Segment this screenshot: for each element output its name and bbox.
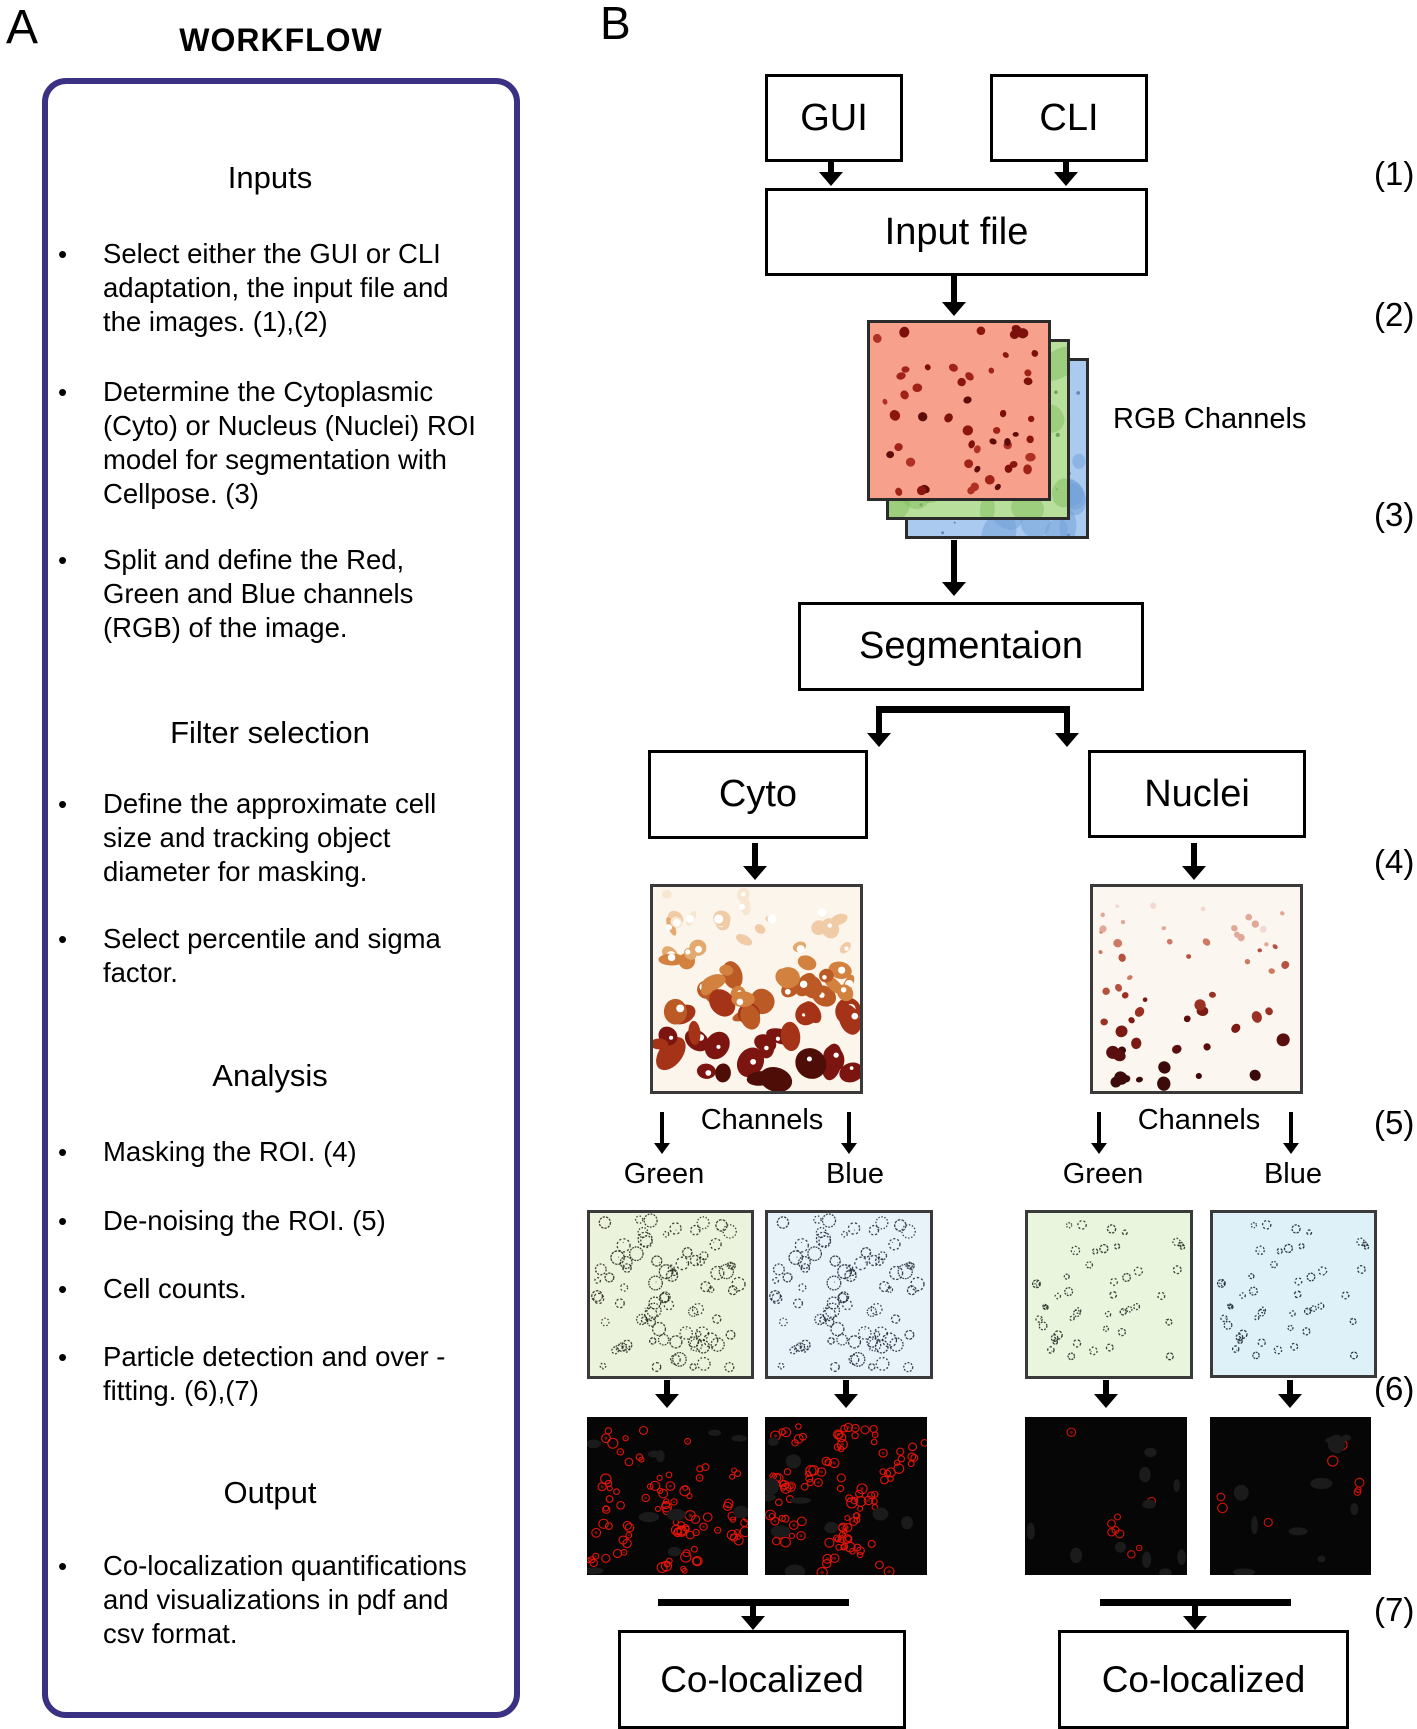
arrow-channels-left-blue [841,1112,857,1154]
cyto-mask-image [650,884,863,1094]
bullet-text: Split and define the Red, Green and Blue… [103,544,414,643]
arrow-cyto-blue-to-particles [834,1380,858,1408]
cyto-blue-channel-image [765,1210,933,1379]
bullet-text: Define the approximate cell size and tra… [103,788,437,887]
input-file-box: Input file [765,188,1148,276]
bullet-marker: • [58,1137,68,1167]
bullet-item: • Split and define the Red, Green and Bl… [58,543,486,645]
rgb-channels-label: RGB Channels [1113,403,1307,435]
blue-label-left: Blue [825,1158,885,1190]
colocalized-box-left: Co-localized [618,1630,906,1729]
arrow-channels-right-green [1091,1112,1107,1154]
green-label-left: Green [623,1158,705,1190]
colocalized-box-right: Co-localized [1058,1630,1349,1729]
panel-b-label: B [600,0,631,49]
arrow-channels-right-blue [1283,1112,1299,1154]
cyto-green-particles-image [587,1417,748,1575]
bullet-marker: • [58,545,68,575]
arrow-cyto-green-to-particles [655,1380,679,1408]
section-heading-inputs: Inputs [227,160,313,195]
nuclei-mask-image [1090,884,1303,1094]
step-number-5: (5) [1374,1104,1415,1141]
cyto-blue-particles-image [765,1417,927,1575]
bullet-item: • Define the approximate cell size and t… [58,787,486,889]
section-heading-output: Output [223,1475,317,1510]
bullet-text: Determine the Cytoplasmic (Cyto) or Nucl… [103,376,476,509]
nuclei-box: Nuclei [1088,750,1306,838]
arrow-input-to-stack [942,274,966,316]
bullet-item: • De-noising the ROI. (5) [58,1204,486,1238]
step-number-2: (2) [1374,296,1415,333]
bullet-text: Co-localization quantifications and visu… [103,1550,467,1649]
nuclei-blue-particles-image [1210,1417,1371,1575]
step-number-4: (4) [1374,843,1415,880]
bullet-item: • Particle detection and over - fitting.… [58,1340,486,1408]
bullet-item: • Masking the ROI. (4) [58,1135,486,1169]
bullet-marker: • [58,239,68,269]
bullet-marker: • [58,1551,68,1581]
bullet-text: Particle detection and over - fitting. (… [103,1341,446,1406]
workflow-title: WORKFLOW [179,22,383,58]
bullet-marker: • [58,1342,68,1372]
nuclei-green-particles-image [1025,1417,1187,1575]
bullet-text: Masking the ROI. (4) [103,1136,357,1167]
step-number-6: (6) [1374,1370,1415,1407]
workflow-panel-border [42,78,520,1718]
bullet-item: • Determine the Cytoplasmic (Cyto) or Nu… [58,375,486,511]
bullet-marker: • [58,1274,68,1304]
arrow-nuclei-blue-to-particles [1278,1380,1302,1408]
arrow-channels-left-green [654,1112,670,1154]
cyto-green-channel-image [587,1210,754,1379]
bullet-marker: • [58,1206,68,1236]
section-heading-analysis: Analysis [212,1058,328,1093]
cli-box: CLI [990,74,1148,162]
arrow-cyto-to-mask [743,843,767,880]
channels-label-left: Channels [700,1104,824,1136]
arrow-branch-right [1055,706,1079,747]
bullet-item: • Select either the GUI or CLI adaptatio… [58,237,486,339]
channels-label-right: Channels [1137,1104,1261,1136]
bullet-item: • Co-localization quantifications and vi… [58,1549,486,1651]
nuclei-blue-channel-image [1210,1210,1377,1378]
arrow-nuclei-to-mask [1182,843,1206,880]
section-heading-filter-selection: Filter selection [170,715,370,750]
bullet-text: Select percentile and sigma factor. [103,923,441,988]
step-number-7: (7) [1374,1591,1415,1628]
bullet-item: • Cell counts. [58,1272,486,1306]
arrow-cli-to-input [1054,160,1078,186]
cyto-box: Cyto [648,750,868,839]
arrow-nuclei-green-to-particles [1094,1380,1118,1408]
bullet-text: Select either the GUI or CLI adaptation,… [103,238,449,337]
arrow-stack-to-segmentation [942,540,966,596]
green-label-right: Green [1062,1158,1144,1190]
arrow-merge-right [1183,1603,1207,1630]
step-number-1: (1) [1374,155,1415,192]
panel-a-label: A [6,1,39,54]
bullet-text: Cell counts. [103,1273,247,1304]
bullet-marker: • [58,924,68,954]
nuclei-green-channel-image [1025,1210,1193,1379]
bullet-item: • Select percentile and sigma factor. [58,922,486,990]
blue-label-right: Blue [1263,1158,1323,1190]
bullet-text: De-noising the ROI. (5) [103,1205,386,1236]
bullet-marker: • [58,789,68,819]
gui-box: GUI [765,74,903,162]
bullet-marker: • [58,377,68,407]
arrow-gui-to-input [819,160,843,186]
segmentation-box: Segmentaion [798,602,1144,691]
step-number-3: (3) [1374,496,1415,533]
rgb-stack-red-image [867,320,1051,501]
branch-connector-bar [876,706,1070,713]
arrow-merge-left [741,1603,765,1630]
arrow-branch-left [867,706,891,747]
